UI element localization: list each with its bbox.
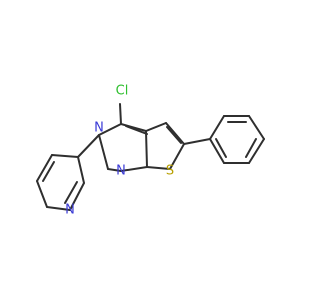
structure-canvas: Cl N N S N [36,84,265,218]
bond [248,115,265,140]
bond [169,143,185,170]
bond [183,138,211,145]
pyridine-nitrogen-atom-label: N [65,203,75,218]
chlorine-atom-label: Cl [116,84,129,99]
bond [36,180,48,208]
bond [145,122,167,132]
bond [209,115,225,140]
bond [125,125,148,135]
bond [166,126,182,144]
bond [165,122,185,145]
bond [145,130,148,168]
bond [36,154,53,182]
bond [64,181,78,204]
nitrogen-atom-label-lower: N [116,164,126,179]
bond [98,134,109,170]
bond [51,154,79,158]
bond [77,156,85,184]
bond [245,138,257,158]
sulfur-atom-label: S [166,164,174,179]
bond [77,134,100,158]
bond [42,161,55,182]
bond [120,166,148,172]
bond [146,166,171,170]
bond [69,182,85,211]
bond [98,123,122,136]
bond [119,103,122,125]
bond [120,123,147,132]
nitrogen-atom-label-upper: N [94,121,104,136]
bond [209,138,225,164]
bond [215,138,227,158]
chemical-structure-diagram: Cl N N S N [36,84,265,218]
bond [248,138,265,164]
bond [46,206,71,211]
bond [107,168,122,172]
